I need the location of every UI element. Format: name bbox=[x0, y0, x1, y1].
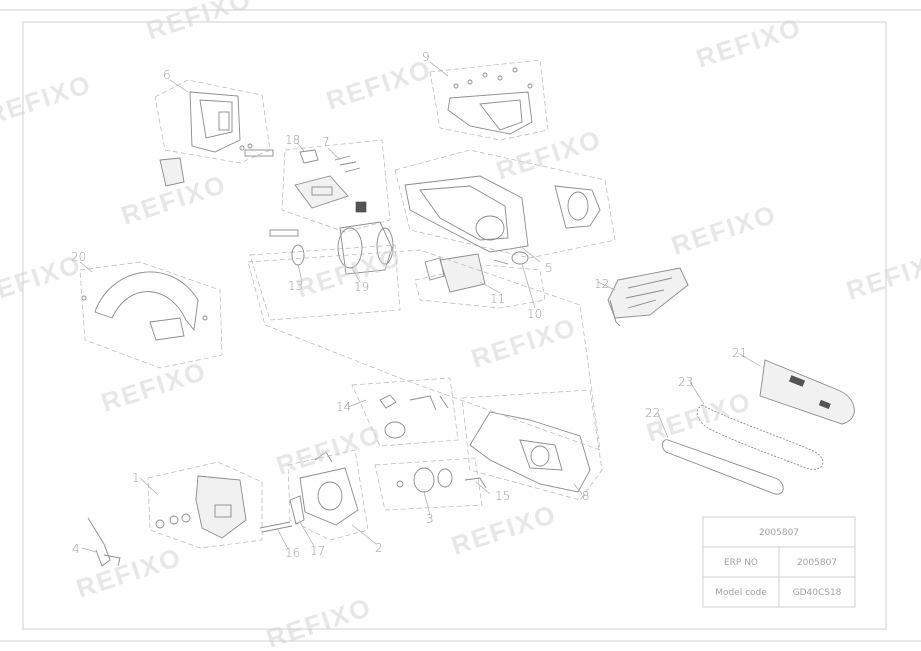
part-group-3-15 bbox=[374, 457, 487, 511]
watermark-text: REFIXO bbox=[0, 249, 85, 311]
title-block-part-number: 2005807 bbox=[759, 528, 799, 538]
callout-3: 3 bbox=[426, 512, 434, 526]
leader-lines bbox=[79, 61, 761, 553]
callout-7: 7 bbox=[322, 135, 330, 149]
watermark-text: REFIXO bbox=[493, 124, 606, 186]
callout-18: 18 bbox=[285, 133, 300, 147]
watermark-text: REFIXO bbox=[843, 244, 921, 306]
callout-2: 2 bbox=[375, 541, 383, 555]
part-group-12 bbox=[607, 267, 689, 327]
callout-10: 10 bbox=[527, 307, 542, 321]
callout-11: 11 bbox=[490, 292, 505, 306]
callout-22: 22 bbox=[645, 406, 660, 420]
callout-8: 8 bbox=[582, 489, 590, 503]
watermark-text: REFIXO bbox=[0, 69, 95, 131]
part-group-5 bbox=[394, 149, 616, 259]
model-value: GD40CS18 bbox=[793, 588, 842, 598]
part-group-9 bbox=[429, 59, 549, 141]
model-label: Model code bbox=[715, 588, 767, 598]
part-group-16-17 bbox=[259, 495, 305, 533]
callout-numbers: 1 2 3 4 5 6 7 8 9 10 11 12 13 14 15 16 1… bbox=[71, 50, 747, 560]
callout-15: 15 bbox=[495, 489, 510, 503]
callout-21: 21 bbox=[732, 346, 747, 360]
callout-17: 17 bbox=[310, 544, 325, 558]
part-group-6 bbox=[154, 79, 271, 187]
callout-5: 5 bbox=[545, 261, 553, 275]
watermark-text: REFIXO bbox=[448, 499, 561, 561]
callout-12: 12 bbox=[594, 277, 609, 291]
callout-13: 13 bbox=[288, 279, 303, 293]
watermark-text: REFIXO bbox=[693, 12, 806, 74]
part-group-1 bbox=[147, 461, 263, 549]
part-group-8 bbox=[461, 389, 603, 501]
erp-value: 2005807 bbox=[797, 558, 837, 568]
callout-1: 1 bbox=[132, 471, 140, 485]
callout-4: 4 bbox=[72, 542, 80, 556]
watermark-text: REFIXO bbox=[323, 54, 436, 116]
erp-label: ERP NO bbox=[724, 558, 758, 568]
watermark-text: REFIXO bbox=[73, 542, 186, 604]
watermark-text: REFIXO bbox=[643, 386, 756, 448]
callout-23: 23 bbox=[678, 375, 693, 389]
watermark-text: REFIXO bbox=[468, 312, 581, 374]
watermark-text: REFIXO bbox=[98, 356, 211, 418]
assembly-envelope bbox=[247, 249, 601, 451]
callout-14: 14 bbox=[336, 400, 351, 414]
callout-16: 16 bbox=[285, 546, 300, 560]
watermark-text: REFIXO bbox=[143, 0, 256, 46]
part-group-21 bbox=[759, 359, 855, 425]
part-group-20 bbox=[79, 261, 223, 369]
part-group-22 bbox=[661, 439, 784, 495]
drawing-frame bbox=[22, 21, 887, 630]
callout-9: 9 bbox=[422, 50, 430, 64]
part-group-14 bbox=[351, 377, 459, 447]
watermark-text: REFIXO bbox=[263, 592, 376, 651]
watermark-text: REFIXO bbox=[668, 199, 781, 261]
part-group-4 bbox=[87, 517, 121, 567]
callout-6: 6 bbox=[163, 68, 171, 82]
title-block: 2005807 ERP NO 2005807 Model code GD40CS… bbox=[702, 516, 856, 608]
callout-19: 19 bbox=[354, 280, 369, 294]
part-group-2 bbox=[287, 449, 369, 541]
part-group-18-7 bbox=[244, 139, 391, 233]
part-group-10-11 bbox=[414, 251, 546, 309]
callout-20: 20 bbox=[71, 250, 86, 264]
